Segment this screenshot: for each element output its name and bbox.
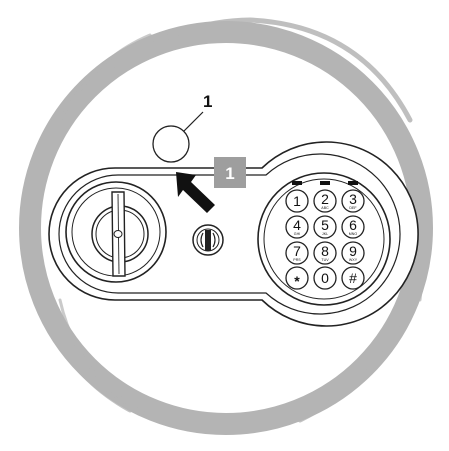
- keypad-key-letters: JKL: [322, 232, 328, 236]
- step-badge: 1: [214, 157, 246, 188]
- brush-ring-frame: [19, 17, 433, 435]
- indicator-led: [348, 181, 358, 185]
- callout-circle: [152, 125, 190, 163]
- keypad-key-label: 8: [321, 243, 329, 259]
- step-badge-label: 1: [225, 164, 234, 183]
- keypad-key-letters: TUV: [321, 258, 329, 262]
- keypad-key-label: *: [294, 273, 300, 289]
- keypad-indicator-leds: [292, 181, 358, 185]
- keypad-key-0[interactable]: 0: [313, 266, 337, 290]
- indicator-led: [292, 181, 302, 185]
- keypad-key-label: 3: [349, 191, 357, 207]
- keypad-key-label: 6: [349, 217, 357, 233]
- keypad-key-label: 0: [321, 270, 329, 286]
- keypad-key-letters: WXY: [349, 258, 358, 262]
- callout-number: 1: [203, 92, 212, 111]
- keypad-key-label: 5: [321, 217, 329, 233]
- keypad-key-label: 9: [349, 243, 357, 259]
- key-cylinder-icon: [192, 224, 224, 256]
- step-badge-box: [214, 157, 246, 188]
- rotary-handle-knob: [65, 181, 167, 283]
- keypad-key-label: 1: [293, 193, 301, 209]
- keypad-key-hash[interactable]: #: [341, 266, 365, 290]
- keypad-key-label: #: [349, 270, 357, 286]
- keypad-key-star[interactable]: *: [285, 266, 309, 290]
- keypad-key-letters: PRS: [293, 258, 301, 262]
- indicator-led: [320, 181, 330, 185]
- knob-grip-bar: [111, 191, 126, 277]
- callout-marker: 1: [152, 92, 212, 163]
- keypad-key-1[interactable]: 1: [285, 189, 309, 213]
- keypad-key-letters: DEF: [349, 206, 357, 210]
- keypad-key-letters: GHI: [294, 232, 300, 236]
- keypad-key-label: 4: [293, 217, 301, 233]
- arrow-icon: [176, 172, 215, 213]
- callout-leader-line: [183, 111, 204, 132]
- keypad-key-label: 2: [321, 191, 329, 207]
- keypad-key-letters: MNO: [349, 232, 358, 236]
- keypad-key-letters: ABC: [321, 206, 329, 210]
- keypad-key-label: 7: [293, 243, 301, 259]
